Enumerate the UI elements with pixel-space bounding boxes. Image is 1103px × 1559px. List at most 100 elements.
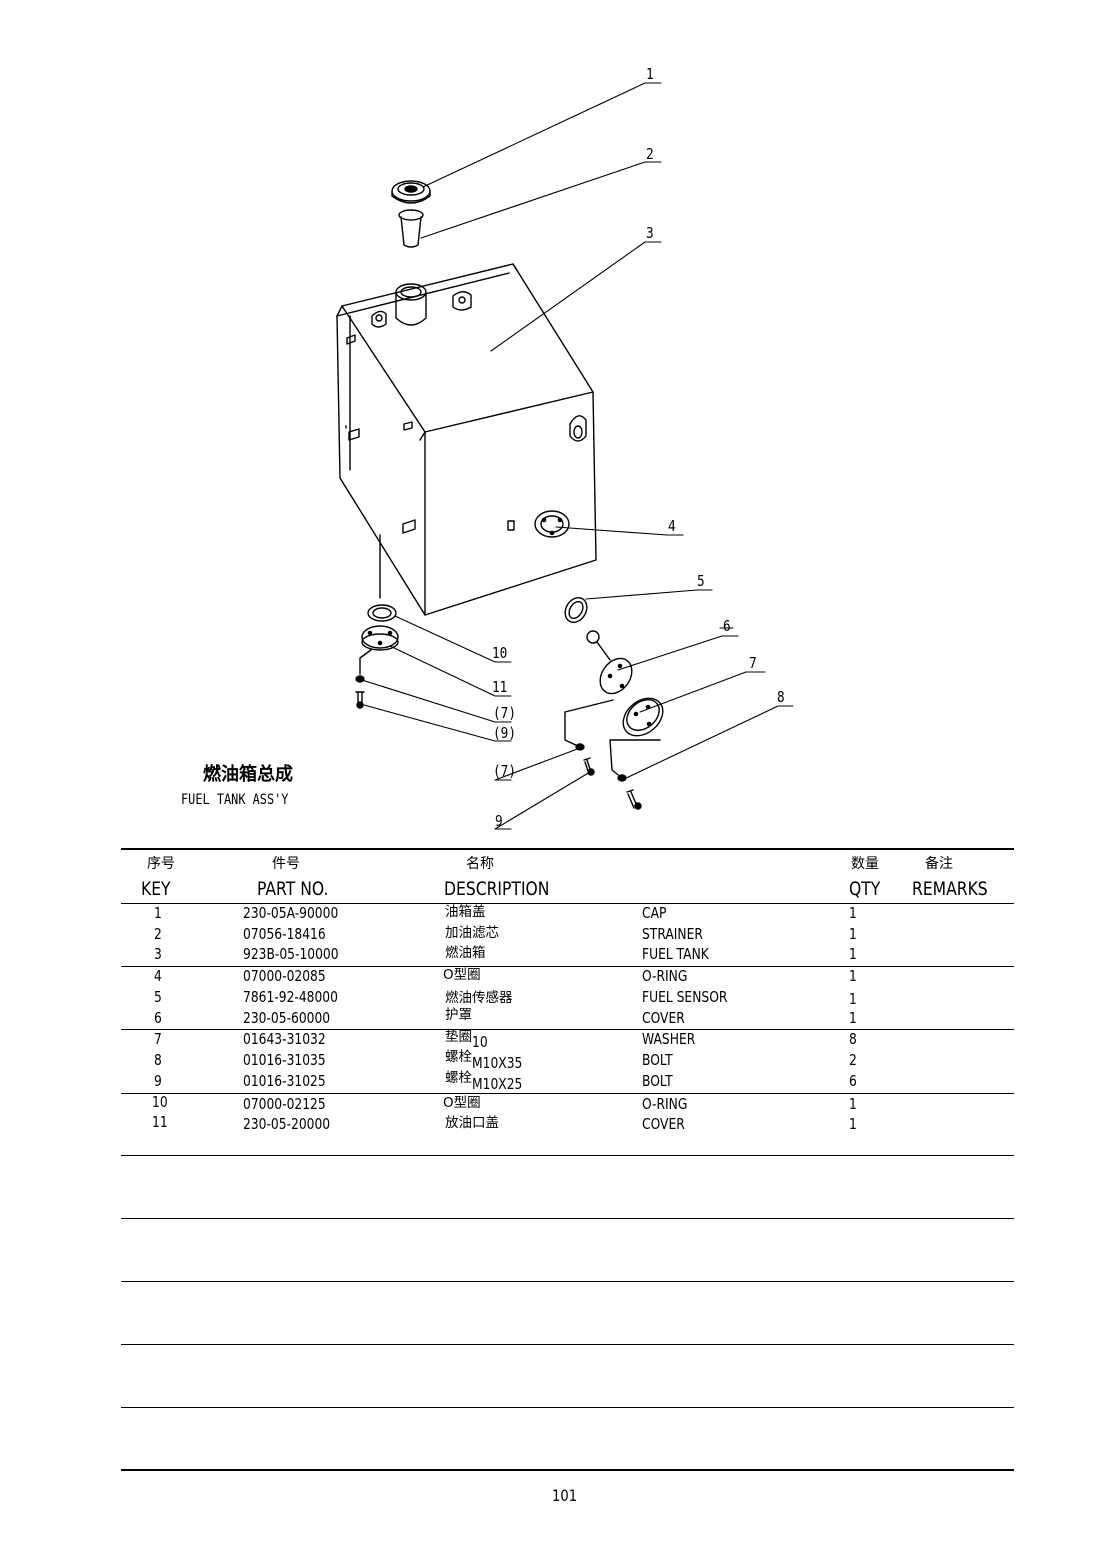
row-desc-en: FUEL TANK	[642, 945, 709, 963]
callout-6: 6	[723, 617, 731, 635]
callout-7-ref-b: (7)	[493, 762, 517, 780]
row-desc-en: O-RING	[642, 1095, 688, 1113]
row-desc-zh: 垫圈	[445, 1029, 472, 1045]
empty-row-rule	[121, 1218, 1014, 1219]
row-key: 6	[154, 1009, 162, 1027]
group-rule-1	[121, 966, 1014, 967]
fasteners-right-drawing	[564, 699, 661, 810]
row-desc-zh: 油箱盖	[445, 904, 486, 920]
header-part-no: PART NO.	[257, 878, 329, 900]
row-key: 10	[152, 1093, 168, 1111]
callout-8: 8	[777, 688, 785, 706]
row-key: 5	[154, 988, 162, 1006]
row-qty: 1	[849, 1009, 857, 1027]
row-desc-zh: 加油滤芯	[445, 925, 499, 941]
row-part-no: 230-05-20000	[243, 1115, 331, 1133]
table-bottom-rule	[121, 1469, 1014, 1471]
row-desc-en: COVER	[642, 1115, 685, 1133]
row-qty: 8	[849, 1030, 857, 1048]
callout-9: 9	[495, 812, 503, 830]
row-qty: 6	[849, 1072, 857, 1090]
row-qty: 2	[849, 1051, 857, 1069]
row-part-no: 7861-92-48000	[243, 988, 338, 1006]
row-part-no: 07056-18416	[243, 925, 326, 943]
row-qty: 1	[849, 990, 857, 1008]
row-part-no: 01016-31025	[243, 1072, 326, 1090]
row-desc-spec: M10X35	[472, 1054, 523, 1072]
callout-11: 11	[492, 678, 508, 696]
row-part-no: 230-05-60000	[243, 1009, 331, 1027]
page-number: 101	[552, 1486, 578, 1505]
leader-lines	[361, 82, 794, 830]
header-description-zh: 名称	[466, 856, 494, 872]
row-desc-zh: 护罩	[445, 1007, 472, 1023]
row-qty: 1	[849, 925, 857, 943]
callout-1: 1	[646, 65, 654, 83]
row-qty: 1	[849, 1115, 857, 1133]
row-part-no: 07000-02125	[243, 1095, 326, 1113]
empty-row-rule	[121, 1344, 1014, 1345]
header-key: KEY	[141, 878, 171, 900]
row-desc-en: FUEL SENSOR	[642, 988, 728, 1006]
group-rule-3	[121, 1093, 1014, 1094]
header-qty: QTY	[849, 878, 881, 900]
strainer-drawing	[398, 209, 424, 248]
drain-parts-drawing	[355, 534, 399, 709]
cover-6-drawing	[622, 697, 664, 737]
row-key: 1	[154, 904, 162, 922]
empty-row-rule	[121, 1281, 1014, 1282]
row-desc-zh: O型圈	[443, 1095, 481, 1111]
row-part-no: 230-05A-90000	[243, 904, 339, 922]
callout-3: 3	[646, 224, 654, 242]
row-desc-zh: O型圈	[443, 967, 481, 983]
row-part-no: 07000-02085	[243, 967, 326, 985]
fuel-sensor-drawing	[586, 630, 633, 695]
header-part-no-zh: 件号	[272, 856, 300, 872]
row-key: 4	[154, 967, 162, 985]
table-top-rule	[121, 848, 1014, 850]
row-part-no: 01016-31035	[243, 1051, 326, 1069]
callout-7-ref-a: (7)	[493, 704, 517, 722]
row-desc-en: BOLT	[642, 1051, 673, 1069]
row-desc-en: COVER	[642, 1009, 685, 1027]
row-desc-zh: 燃油传感器	[445, 990, 513, 1006]
empty-row-rule	[121, 1155, 1014, 1156]
fuel-tank-drawing	[336, 263, 597, 616]
header-qty-zh: 数量	[851, 856, 879, 872]
assembly-title-en: FUEL TANK ASS'Y	[181, 792, 289, 808]
row-key: 7	[154, 1030, 162, 1048]
callout-10: 10	[492, 644, 508, 662]
row-part-no: 01643-31032	[243, 1030, 326, 1048]
assembly-title-zh: 燃油箱总成	[203, 764, 293, 785]
callout-4: 4	[668, 517, 676, 535]
row-desc-en: CAP	[642, 904, 667, 922]
row-desc-en: WASHER	[642, 1030, 696, 1048]
row-desc-en: O-RING	[642, 967, 688, 985]
row-qty: 1	[849, 1095, 857, 1113]
callout-5: 5	[697, 572, 705, 590]
row-desc-zh: 螺栓	[445, 1049, 472, 1065]
row-key: 2	[154, 925, 162, 943]
row-desc-spec: 10	[472, 1033, 488, 1051]
row-qty: 1	[849, 967, 857, 985]
empty-row-rule	[121, 1407, 1014, 1408]
callout-2: 2	[646, 145, 654, 163]
header-description: DESCRIPTION	[444, 878, 550, 900]
row-desc-zh: 螺栓	[445, 1070, 472, 1086]
header-key-zh: 序号	[147, 856, 175, 872]
callout-9-ref: (9)	[493, 724, 517, 742]
row-qty: 1	[849, 904, 857, 922]
row-desc-en: BOLT	[642, 1072, 673, 1090]
cap-drawing	[391, 180, 431, 204]
callout-7: 7	[749, 654, 757, 672]
header-remarks-zh: 备注	[925, 856, 953, 872]
exploded-parts-diagram	[336, 82, 794, 830]
row-key: 9	[154, 1072, 162, 1090]
row-desc-en: STRAINER	[642, 925, 703, 943]
row-desc-zh: 放油口盖	[445, 1115, 499, 1131]
row-key: 11	[152, 1113, 168, 1131]
row-key: 8	[154, 1051, 162, 1069]
header-remarks: REMARKS	[912, 878, 988, 900]
row-qty: 1	[849, 945, 857, 963]
row-part-no: 923B-05-10000	[243, 945, 339, 963]
